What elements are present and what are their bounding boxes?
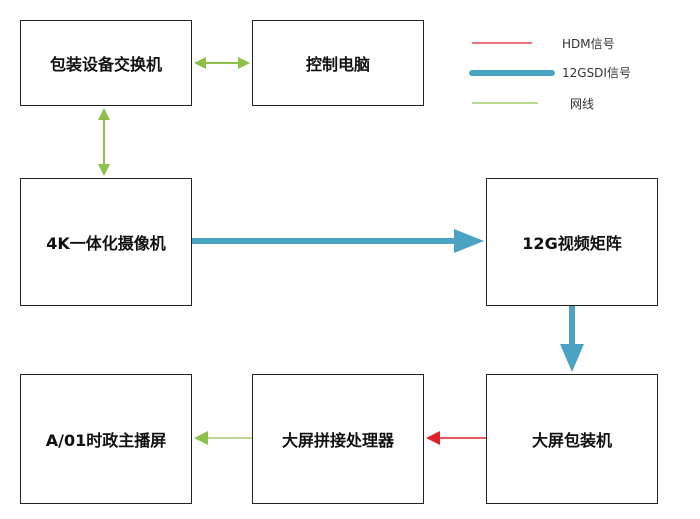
legend-label-hdmi: HDM信号: [562, 37, 615, 51]
node-label: 4K一体化摄像机: [46, 234, 166, 253]
node-4k-camera: 4K一体化摄像机: [20, 178, 192, 306]
node-label: 12G视频矩阵: [522, 234, 622, 253]
legend-label-sdi: 12GSDI信号: [562, 66, 631, 80]
node-label: 控制电脑: [305, 55, 370, 74]
arrowhead-down: [98, 164, 110, 176]
node-label: 包装设备交换机: [49, 55, 162, 74]
node-label: 大屏包装机: [531, 431, 612, 450]
legend-label-network: 网线: [570, 97, 595, 111]
node-splicing-processor: 大屏拼接处理器: [252, 374, 424, 504]
node-screen-packager: 大屏包装机: [486, 374, 658, 504]
arrowhead-down: [560, 344, 584, 372]
arrowhead-right: [454, 229, 484, 253]
node-video-matrix: 12G视频矩阵: [486, 178, 658, 306]
node-control-pc: 控制电脑: [252, 20, 424, 106]
arrowhead-right: [238, 57, 250, 69]
arrowhead-left: [426, 431, 440, 445]
node-label: A/01时政主播屏: [45, 431, 167, 450]
node-label: 大屏拼接处理器: [281, 431, 394, 450]
arrowhead-left: [194, 57, 206, 69]
arrowhead-up: [98, 108, 110, 120]
node-anchor-screen: A/01时政主播屏: [20, 374, 192, 504]
arrowhead-left: [194, 431, 208, 445]
node-packaging-switch: 包装设备交换机: [20, 20, 192, 106]
